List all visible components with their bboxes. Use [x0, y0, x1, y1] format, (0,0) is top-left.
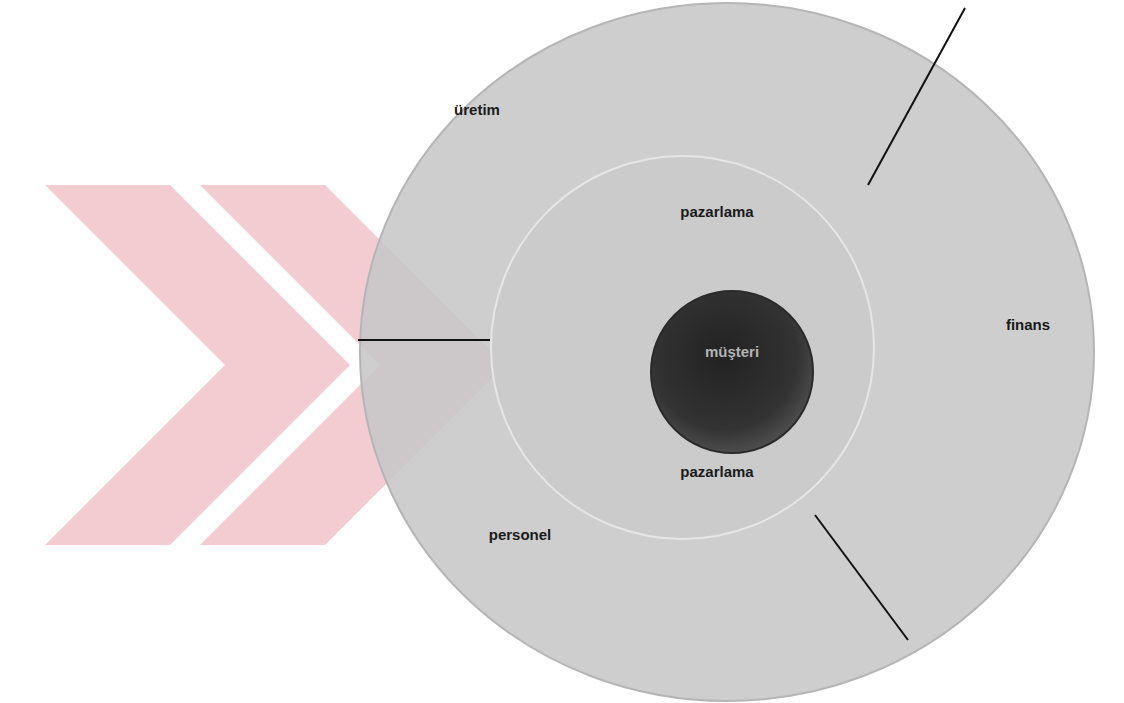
region-label: finans — [1006, 316, 1050, 333]
text-anchor: pazarlama — [680, 203, 753, 221]
customer-circle-outline — [650, 290, 814, 454]
outer-ellipse: müşteri pazarlama pazarlama üretim finans per… — [359, 2, 1095, 702]
region-label: personel — [489, 526, 552, 543]
text-anchor: üretim — [454, 101, 500, 119]
inner-ellipse: müşteri pazarlama pazarlama — [490, 155, 875, 540]
text-anchor: finans — [1006, 316, 1050, 334]
divider-line — [358, 339, 490, 341]
text-anchor: pazarlama — [680, 463, 753, 481]
text-anchor: müşteri — [705, 343, 759, 361]
customer-circle: müşteri — [650, 290, 814, 454]
region-label: pazarlama — [680, 463, 753, 480]
divider-line — [868, 8, 965, 185]
region-label: üretim — [454, 101, 500, 118]
center-label: müşteri — [705, 343, 759, 360]
divider-line — [815, 515, 908, 640]
text-anchor: personel — [489, 526, 552, 544]
region-label: pazarlama — [680, 203, 753, 220]
